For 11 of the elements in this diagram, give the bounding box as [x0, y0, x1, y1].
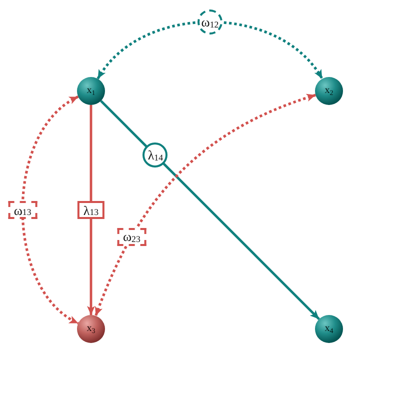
node-label: x$_{2}$ [324, 86, 334, 96]
sphere-node [315, 315, 343, 343]
dotted-arrow [96, 20, 324, 80]
node-label: x$_{1}$ [86, 86, 96, 96]
sphere-node [77, 77, 105, 105]
node-label: x$_{4}$ [324, 324, 334, 334]
sphere-node [77, 315, 105, 343]
dotted-arrow [21, 96, 79, 324]
arrow [87, 105, 95, 315]
node-label: x$_{3}$ [86, 324, 96, 334]
sphere-node [315, 77, 343, 105]
